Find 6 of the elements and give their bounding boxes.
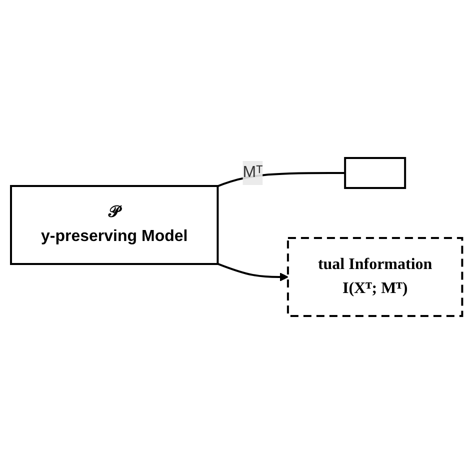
node-box: 𝒫 y-preserving Model (10, 185, 220, 265)
connector (218, 172, 346, 188)
node-box (344, 157, 406, 189)
edge-label: Mᵀ (243, 164, 264, 181)
arrow (218, 262, 289, 282)
node-box: tual Information I(Xᵀ; Mᵀ) (287, 237, 464, 317)
